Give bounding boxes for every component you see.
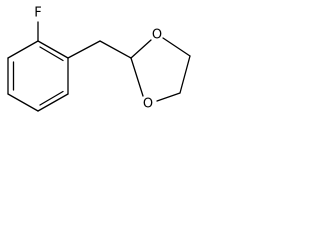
fluorine-label: F	[34, 6, 41, 21]
ring-bond-3	[37, 93, 69, 112]
ring-double-bond-1	[39, 46, 64, 62]
ring-double-bond-2	[39, 90, 64, 106]
molecule-diagram: F O O	[7, 6, 191, 112]
structure-canvas: F O O	[0, 0, 209, 131]
ch2-o-bottom-bond	[156, 92, 181, 102]
ch2-ch2-bond	[179, 55, 191, 94]
ch2-acetal-bond	[99, 40, 132, 59]
ring-bond-6	[7, 40, 39, 59]
oxygen-top-label: O	[152, 28, 162, 43]
o-top-ch2-bond	[162, 37, 191, 57]
dioxolane-ring	[130, 37, 191, 102]
acetal-o-top-bond	[130, 39, 152, 59]
ring-ch2-bond	[67, 40, 101, 59]
oxygen-bottom-label: O	[143, 97, 153, 112]
benzene-ring	[7, 40, 69, 112]
ring-bond-1	[37, 40, 69, 59]
o-bottom-acetal-bond	[130, 57, 144, 97]
ring-bond-4	[7, 93, 39, 112]
